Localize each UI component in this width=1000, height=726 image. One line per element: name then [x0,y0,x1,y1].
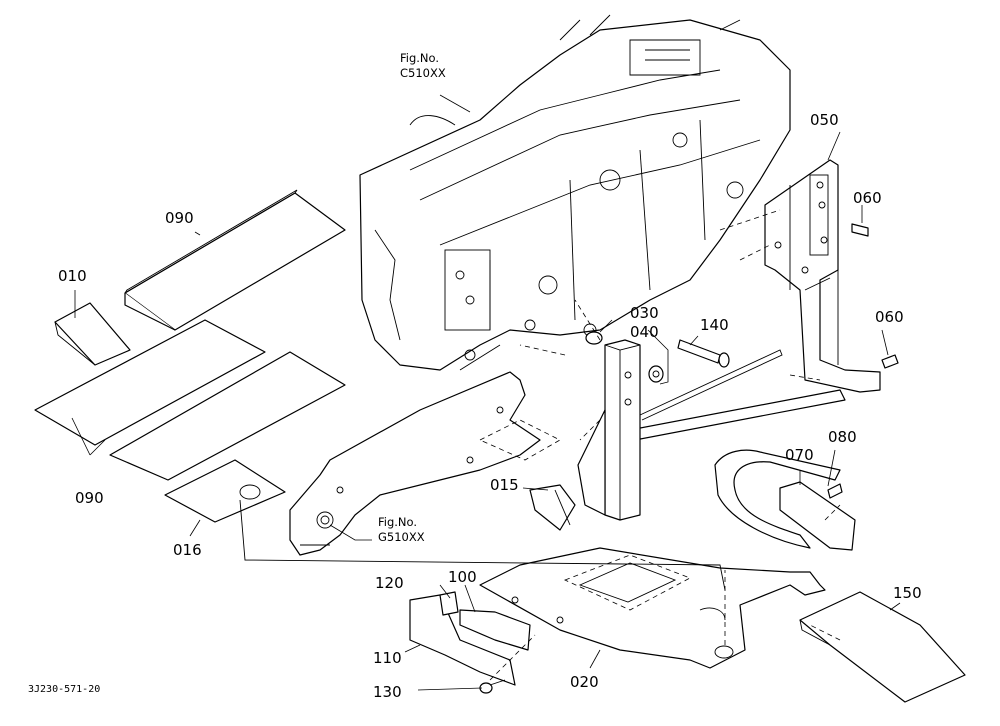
label-060-lower: 060 [875,308,904,326]
part-080-bolt [827,483,843,499]
transmission-assembly [359,14,791,371]
label-060-upper: 060 [853,189,882,207]
part-040-washer [648,365,664,383]
part-060-bolt-upper [851,223,869,237]
part-090-mat-left [34,319,266,446]
svg-text:Fig.No.: Fig.No. [378,515,417,529]
label-050: 050 [810,111,839,129]
part-130-bolt [479,679,506,694]
label-030: 030 [630,304,659,322]
part-016-plate [164,459,286,523]
diagram-code: 3J230-571-20 [28,684,100,695]
figure-ref-g510: Fig.No. G510XX [378,515,425,544]
part-010-bracket [54,302,131,366]
svg-text:C510XX: C510XX [400,66,446,80]
part-090-upper-plate [124,189,346,331]
part-curved-cover [714,449,841,549]
part-015-post [529,339,641,531]
part-020-floor-plate [479,547,826,669]
part-100-bracket [459,609,531,651]
label-100: 100 [448,568,477,586]
part-060-bolt-lower [881,354,899,369]
label-080: 080 [828,428,857,446]
svg-text:Fig.No.: Fig.No. [400,51,439,65]
label-020: 020 [570,673,599,691]
assembly-lines [239,209,841,681]
label-090-lower: 090 [75,489,104,507]
part-050-bracket [764,159,881,393]
part-labels: 050 060 060 030 040 140 080 070 015 090 … [58,111,922,701]
part-140-bolt [677,339,730,368]
frame-rail-left [289,371,561,556]
part-150-ramp [799,591,966,703]
label-120: 120 [375,574,404,592]
leader-lines [71,94,901,691]
label-040: 040 [630,323,659,341]
label-070: 070 [785,446,814,464]
label-016: 016 [173,541,202,559]
part-120-block [439,591,459,616]
part-090-mat-right [109,351,346,481]
label-015: 015 [490,476,519,494]
label-010: 010 [58,267,87,285]
label-140: 140 [700,316,729,334]
svg-text:G510XX: G510XX [378,530,425,544]
figure-ref-c510: Fig.No. C510XX [400,51,446,80]
part-030-collar [585,331,603,345]
label-090-upper: 090 [165,209,194,227]
label-110: 110 [373,649,402,667]
label-150: 150 [893,584,922,602]
label-130: 130 [373,683,402,701]
